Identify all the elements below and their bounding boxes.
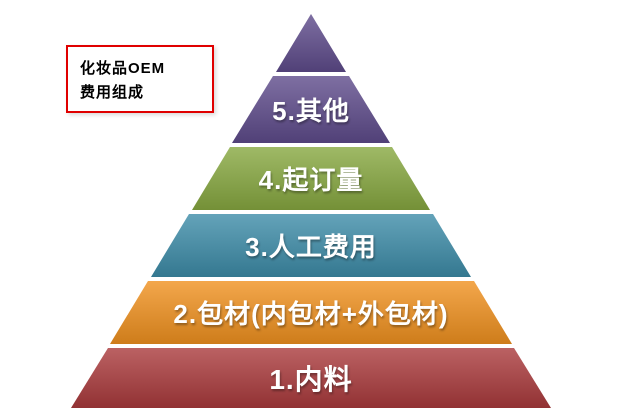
pyramid-level-2: 2.包材(内包材+外包材) <box>110 281 512 344</box>
pyramid-level-1-label: 1.内料 <box>269 364 353 395</box>
pyramid-level-2-label: 2.包材(内包材+外包材) <box>173 299 449 329</box>
title-box: 化妆品OEM 费用组成 <box>66 45 214 113</box>
pyramid-level-3-label: 3.人工费用 <box>245 232 377 262</box>
pyramid-level-4-label: 4.起订量 <box>258 165 364 195</box>
title-line-1: 化妆品OEM <box>80 59 166 77</box>
title-line-2: 费用组成 <box>80 83 145 101</box>
pyramid-level-3: 3.人工费用 <box>151 214 471 277</box>
pyramid-level-4: 4.起订量 <box>192 147 430 210</box>
pyramid-level-5-label: 5.其他 <box>272 96 350 126</box>
pyramid-level-1: 1.内料 <box>71 348 551 408</box>
